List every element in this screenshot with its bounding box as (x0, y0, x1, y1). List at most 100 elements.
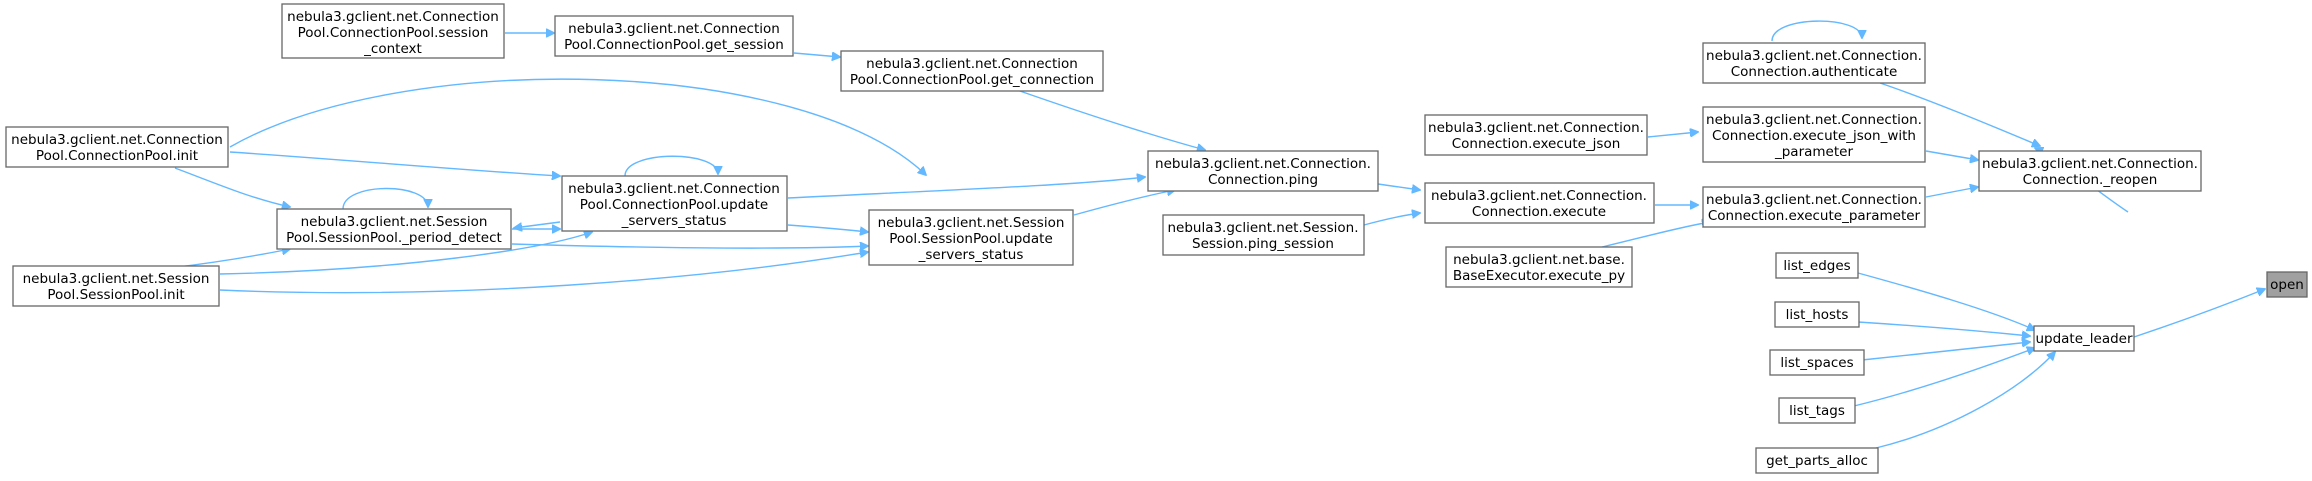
svg-text:nebula3.gclient.net.Connection: nebula3.gclient.net.Connection (568, 181, 780, 197)
node-cp-get-connection[interactable]: nebula3.gclient.net.Connection Pool.Conn… (840, 50, 1104, 92)
node-list-edges[interactable]: list_edges (1775, 252, 1859, 279)
edge-get-connection-to-ping (1016, 89, 1205, 150)
svg-text:nebula3.gclient.net.Connection: nebula3.gclient.net.Connection. (1706, 48, 1922, 64)
edge-sp-init-to-cp-update (219, 232, 592, 275)
node-update-leader[interactable]: update_leader (2033, 325, 2135, 352)
svg-text:list_tags: list_tags (1789, 403, 1845, 419)
svg-text:nebula3.gclient.net.Connection: nebula3.gclient.net.Connection. (1155, 156, 1371, 172)
node-sp-period-detect[interactable]: nebula3.gclient.net.Session Pool.Session… (276, 208, 512, 250)
svg-text:nebula3.gclient.net.Session: nebula3.gclient.net.Session (878, 215, 1065, 231)
svg-text:Pool.SessionPool.init: Pool.SessionPool.init (47, 287, 184, 303)
svg-text:nebula3.gclient.net.Connection: nebula3.gclient.net.Connection. (1428, 120, 1644, 136)
node-sp-update-status[interactable]: nebula3.gclient.net.Session Pool.Session… (868, 209, 1074, 266)
svg-text:Pool.ConnectionPool.init: Pool.ConnectionPool.init (36, 148, 198, 164)
svg-text:Pool.SessionPool.update: Pool.SessionPool.update (889, 231, 1053, 247)
node-conn-execute-json-with-parameter[interactable]: nebula3.gclient.net.Connection. Connecti… (1702, 106, 1926, 163)
edge-cp-init-to-ping (229, 78, 926, 175)
svg-text:nebula3.gclient.net.Connection: nebula3.gclient.net.Connection (866, 56, 1078, 72)
edge-ping-session-to-execute (1363, 213, 1420, 226)
node-cp-session-context[interactable]: nebula3.gclient.net.Connection Pool.Conn… (281, 3, 505, 59)
edge-cp-init-to-cp-update (229, 151, 560, 176)
edge-ping-to-execute (1377, 183, 1420, 190)
node-open[interactable]: open (2266, 271, 2308, 298)
svg-text:Pool.SessionPool._period_detec: Pool.SessionPool._period_detect (286, 230, 502, 246)
edge-cp-update-self (624, 155, 718, 177)
edge-sp-init-to-period-detect (169, 249, 290, 269)
svg-text:Pool.ConnectionPool.update: Pool.ConnectionPool.update (580, 197, 768, 213)
node-sp-init[interactable]: nebula3.gclient.net.Session Pool.Session… (12, 265, 220, 307)
edges (169, 20, 2265, 449)
svg-text:nebula3.gclient.net.Connection: nebula3.gclient.net.Connection. (1706, 112, 1922, 128)
svg-text:nebula3.gclient.net.Connection: nebula3.gclient.net.Connection (287, 9, 499, 25)
svg-text:nebula3.gclient.net.Connection: nebula3.gclient.net.Connection (11, 132, 223, 148)
svg-text:update_leader: update_leader (2035, 331, 2133, 347)
edge-sp-update-to-ping (1073, 190, 1175, 216)
edge-list-edges-to-update-leader (1857, 272, 2035, 330)
svg-text:_servers_status: _servers_status (918, 247, 1024, 263)
node-list-spaces[interactable]: list_spaces (1769, 349, 1865, 376)
nodes: nebula3.gclient.net.Connection Pool.Conn… (5, 3, 2308, 474)
svg-text:BaseExecutor.execute_py: BaseExecutor.execute_py (1453, 268, 1625, 284)
node-get-parts-alloc[interactable]: get_parts_alloc (1755, 447, 1879, 474)
edge-cp-update-to-period-detect (514, 221, 561, 228)
edge-execute-py-to-exec-param (1601, 222, 1710, 248)
edge-cp-update-to-ping (787, 177, 1145, 199)
svg-text:_servers_status: _servers_status (621, 213, 727, 229)
edge-get-session-to-get-connection (793, 53, 840, 57)
node-list-tags[interactable]: list_tags (1778, 397, 1856, 424)
svg-text:nebula3.gclient.net.Connection: nebula3.gclient.net.Connection. (1431, 188, 1647, 204)
edge-get-parts-alloc-to-update-leader (1875, 352, 2055, 449)
svg-text:nebula3.gclient.net.Connection: nebula3.gclient.net.Connection. (1982, 156, 2198, 172)
node-conn-authenticate[interactable]: nebula3.gclient.net.Connection. Connecti… (1702, 42, 1926, 84)
svg-text:Connection.execute_json_with: Connection.execute_json_with (1712, 128, 1916, 144)
node-cp-init[interactable]: nebula3.gclient.net.Connection Pool.Conn… (5, 126, 229, 168)
svg-text:get_parts_alloc: get_parts_alloc (1766, 453, 1868, 469)
svg-text:list_edges: list_edges (1783, 258, 1850, 274)
edge-cp-update-to-sp-update (787, 224, 868, 232)
node-list-hosts[interactable]: list_hosts (1774, 301, 1860, 328)
svg-text:Connection.authenticate: Connection.authenticate (1731, 64, 1898, 80)
node-conn-reopen[interactable]: nebula3.gclient.net.Connection. Connecti… (1978, 150, 2202, 192)
svg-text:nebula3.gclient.net.Connection: nebula3.gclient.net.Connection (568, 21, 780, 37)
svg-text:nebula3.gclient.net.base.: nebula3.gclient.net.base. (1453, 252, 1625, 268)
edge-list-hosts-to-update-leader (1857, 321, 2030, 336)
svg-text:nebula3.gclient.net.Session: nebula3.gclient.net.Session (301, 214, 488, 230)
svg-text:list_spaces: list_spaces (1780, 355, 1853, 371)
svg-text:Connection._reopen: Connection._reopen (2023, 172, 2158, 188)
node-conn-ping[interactable]: nebula3.gclient.net.Connection. Connecti… (1147, 150, 1379, 192)
node-cp-get-session[interactable]: nebula3.gclient.net.Connection Pool.Conn… (554, 15, 794, 57)
node-conn-execute-json[interactable]: nebula3.gclient.net.Connection. Connecti… (1424, 114, 1648, 156)
edge-exec-json-to-exec-json-param (1647, 132, 1698, 138)
svg-text:Connection.execute_json: Connection.execute_json (1452, 136, 1621, 152)
svg-text:Connection.execute_parameter: Connection.execute_parameter (1708, 208, 1921, 224)
edge-period-detect-self (342, 187, 428, 210)
svg-text:Pool.ConnectionPool.get_sessio: Pool.ConnectionPool.get_session (564, 37, 784, 53)
edge-authenticate-self (1771, 20, 1862, 42)
edge-cp-init-to-period-detect (174, 167, 290, 207)
edge-sp-init-to-sp-update (219, 252, 868, 294)
edge-authenticate-to-reopen (1879, 82, 2040, 146)
edge-update-leader-to-open (2133, 289, 2265, 338)
svg-text:nebula3.gclient.net.Connection: nebula3.gclient.net.Connection. (1706, 192, 1922, 208)
edge-exec-json-param-to-reopen (1925, 150, 1978, 160)
svg-text:Pool.ConnectionPool.get_connec: Pool.ConnectionPool.get_connection (850, 72, 1094, 88)
svg-text:nebula3.gclient.net.Session: nebula3.gclient.net.Session (23, 271, 210, 287)
edge-period-detect-to-sp-update (511, 244, 868, 248)
svg-text:nebula3.gclient.net.Session.: nebula3.gclient.net.Session. (1167, 220, 1358, 236)
edge-list-tags-to-update-leader (1853, 348, 2035, 407)
node-sess-ping-session[interactable]: nebula3.gclient.net.Session. Session.pin… (1162, 214, 1365, 256)
node-conn-execute[interactable]: nebula3.gclient.net.Connection. Connecti… (1424, 182, 1655, 224)
node-cp-update-status[interactable]: nebula3.gclient.net.Connection Pool.Conn… (561, 175, 788, 232)
svg-text:list_hosts: list_hosts (1786, 307, 1849, 323)
node-base-execute-py[interactable]: nebula3.gclient.net.base. BaseExecutor.e… (1445, 246, 1633, 288)
svg-text:Pool.ConnectionPool.session: Pool.ConnectionPool.session (298, 25, 489, 41)
svg-text:Session.ping_session: Session.ping_session (1192, 236, 1334, 252)
edge-exec-param-to-reopen (1925, 187, 1978, 198)
edge-list-spaces-to-update-leader (1861, 342, 2030, 361)
svg-text:open: open (2270, 277, 2304, 293)
svg-text:_context: _context (363, 41, 422, 57)
svg-text:Connection.execute: Connection.execute (1472, 204, 1606, 220)
node-conn-execute-parameter[interactable]: nebula3.gclient.net.Connection. Connecti… (1702, 186, 1926, 228)
svg-text:_parameter: _parameter (1774, 144, 1853, 160)
